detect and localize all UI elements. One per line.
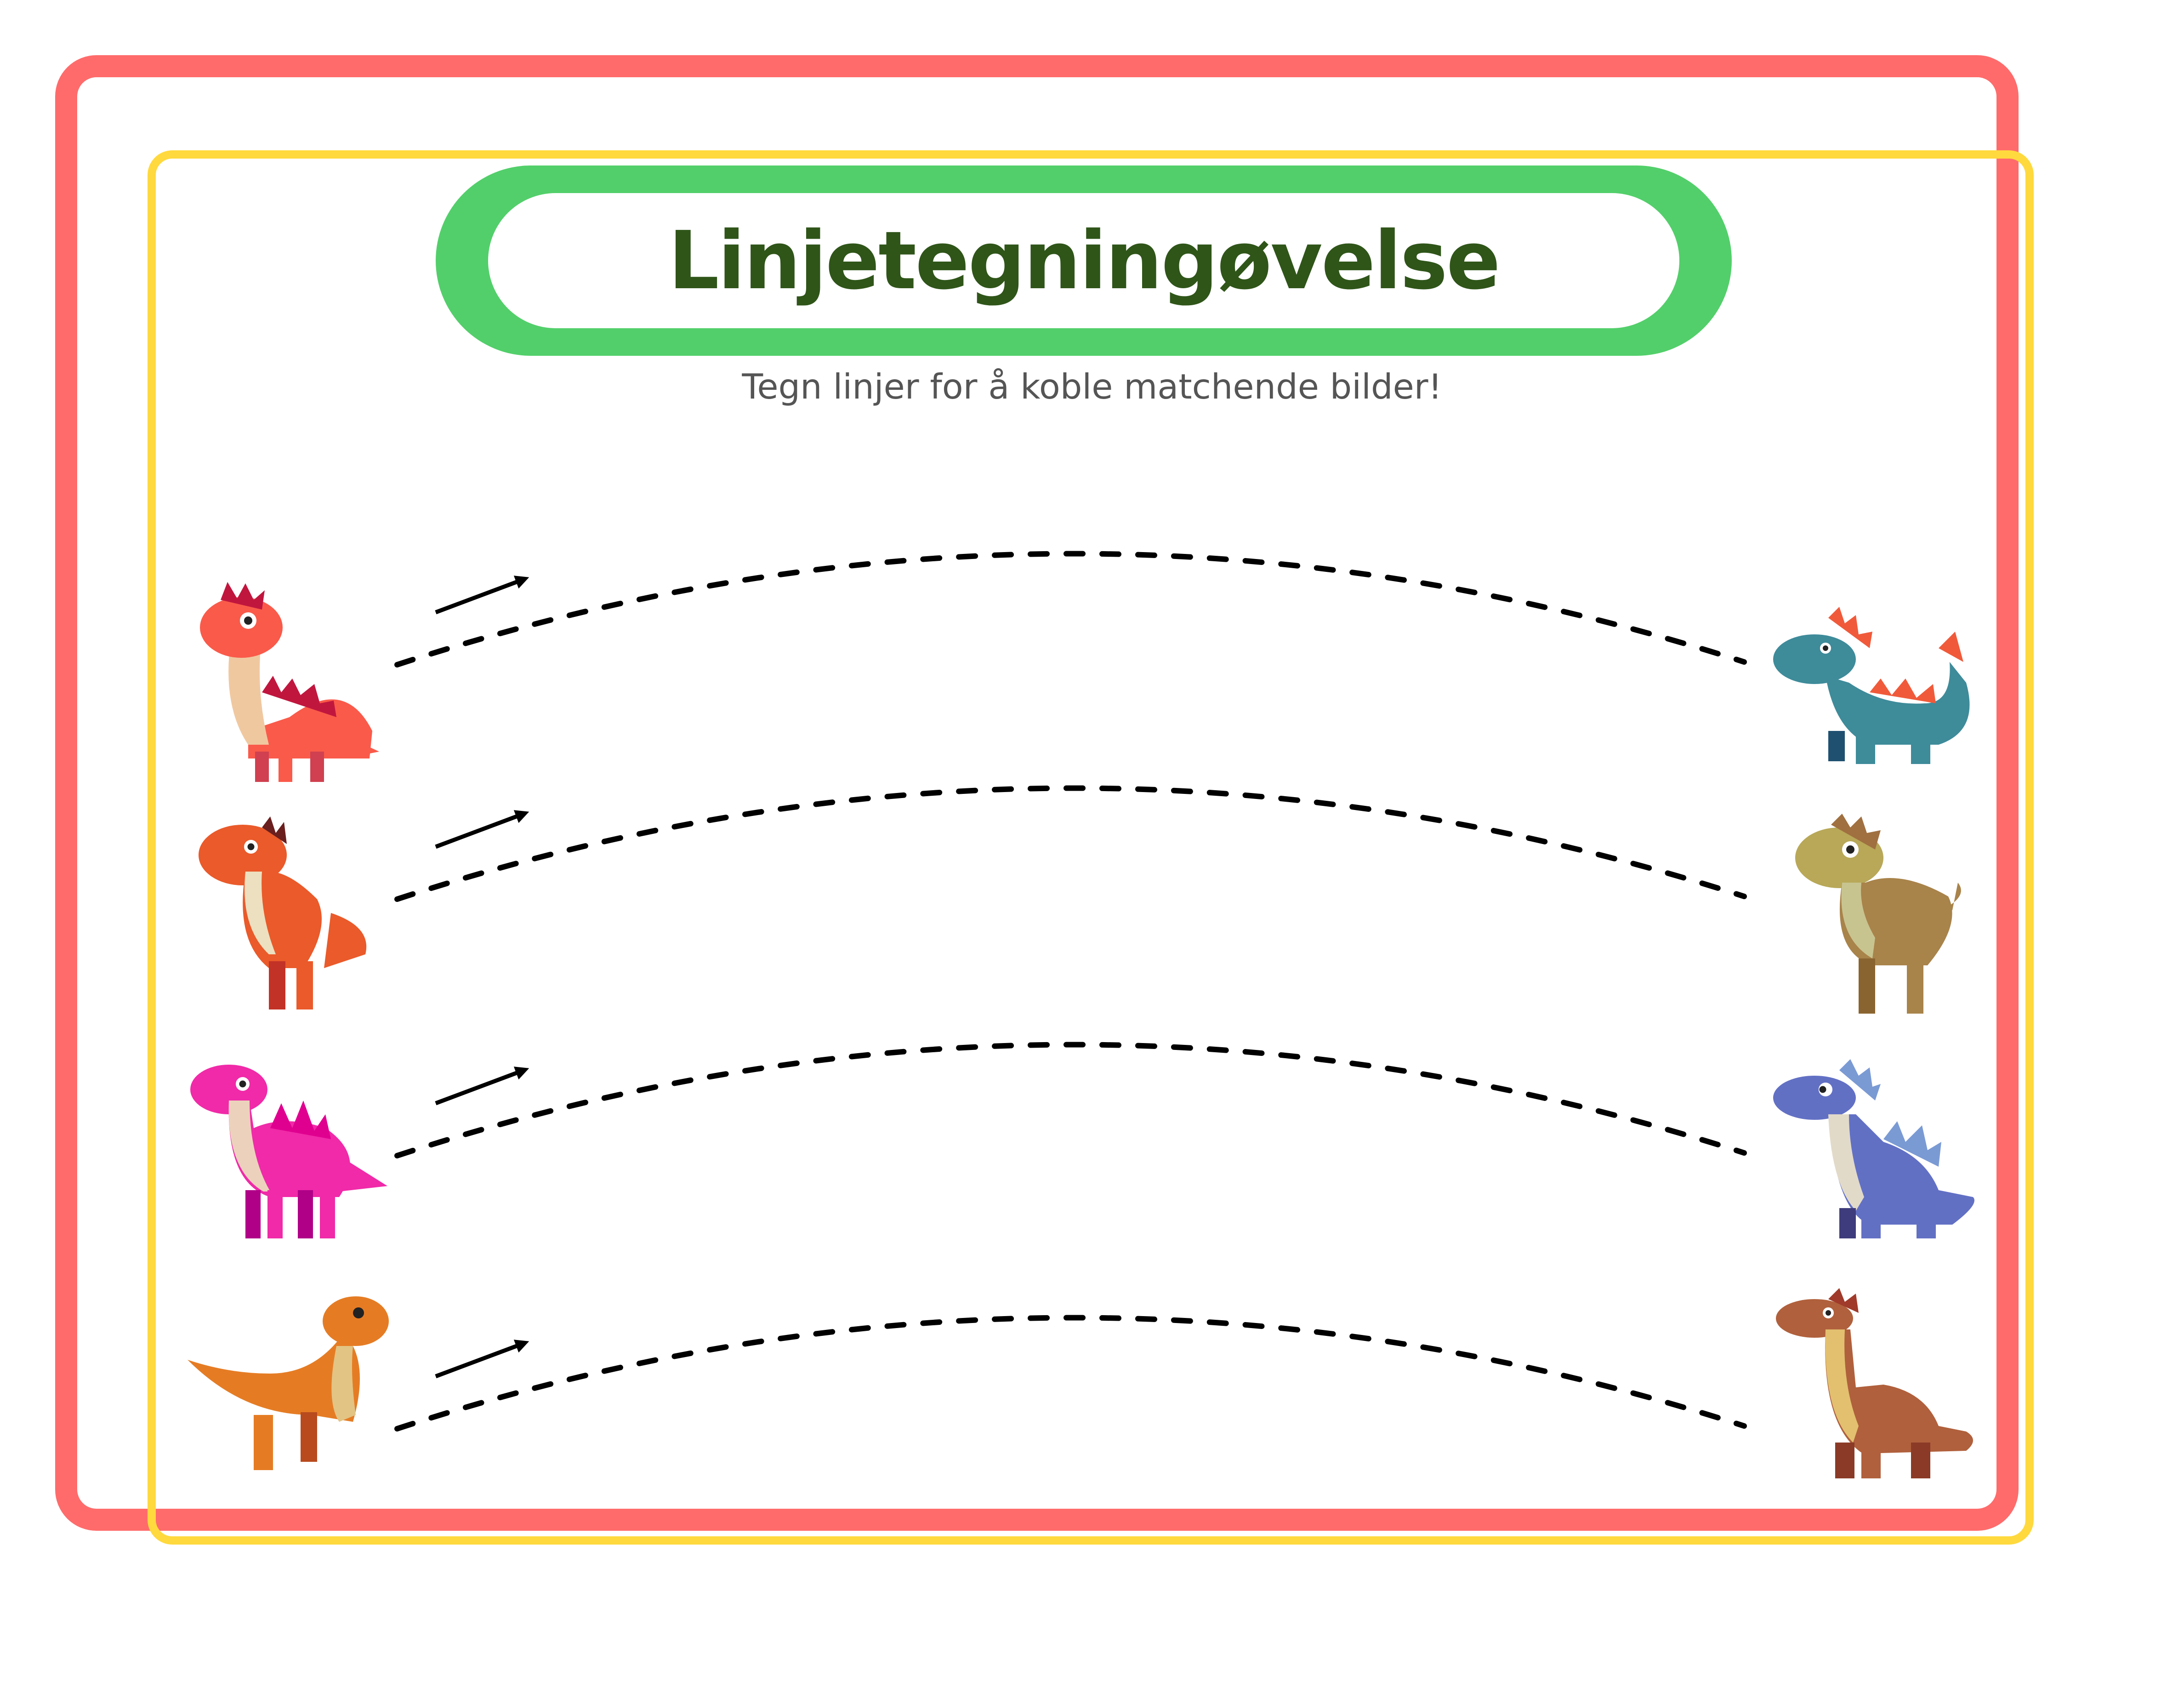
row-1-tracing[interactable] (394, 551, 1747, 667)
red-long-neck-dinosaur-icon[interactable] (200, 582, 379, 782)
pink-stegosaurus-dinosaur-icon[interactable] (190, 1065, 387, 1238)
title-banner-inner: Linjetegningøvelse (488, 193, 1679, 328)
dashed-curve-2 (394, 785, 1747, 902)
page-title: Linjetegningøvelse (668, 214, 1501, 308)
direction-arrow-icon (435, 810, 529, 849)
outer-red-border (55, 55, 2019, 1531)
title-banner: Linjetegningøvelse (436, 165, 1732, 356)
row-3-tracing[interactable] (394, 1042, 1747, 1158)
row-2-tracing[interactable] (394, 785, 1747, 902)
orange-raptor-dinosaur-icon[interactable] (188, 1296, 389, 1470)
instructions-text: Tegn linjer for å koble matchende bilder… (742, 367, 1442, 407)
row-4-tracing[interactable] (394, 1315, 1747, 1431)
teal-dinosaur-orange-spikes-icon[interactable] (1773, 607, 1970, 764)
brown-long-neck-dinosaur-icon[interactable] (1776, 1288, 1973, 1478)
direction-arrow-icon (435, 1340, 529, 1379)
direction-arrow-icon (435, 1066, 529, 1106)
dashed-curve-1 (394, 551, 1747, 667)
orange-standing-dinosaur-icon[interactable] (199, 816, 367, 1009)
dashed-curve-3 (394, 1042, 1747, 1158)
dashed-curve-4 (394, 1315, 1747, 1431)
olive-brown-dinosaur-icon[interactable] (1795, 814, 1961, 1014)
blue-purple-dinosaur-icon[interactable] (1773, 1059, 1974, 1238)
inner-yellow-border (148, 150, 2034, 1545)
direction-arrow-icon (435, 576, 529, 615)
